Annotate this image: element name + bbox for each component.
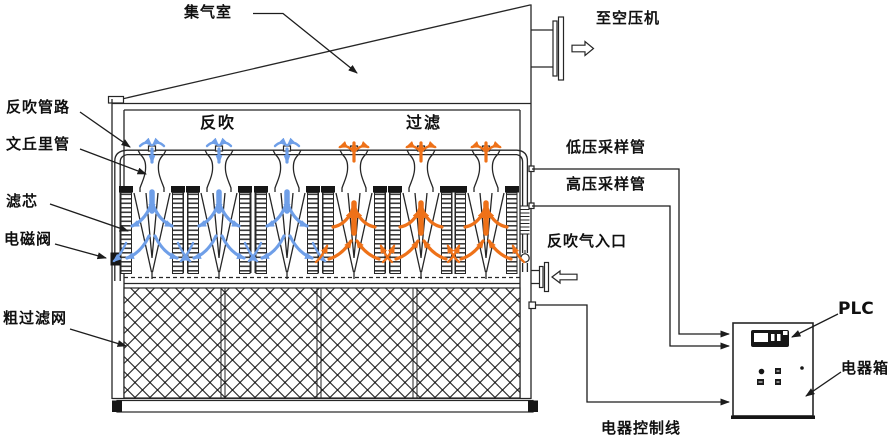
inlet-flow-arrow-icon: [551, 269, 578, 285]
label-filter-element: 滤芯: [6, 192, 39, 210]
label-high-pressure-sampling-tube: 高压采样管: [566, 175, 647, 193]
collection-chamber: [121, 4, 532, 103]
label-solenoid-valve: 电磁阀: [4, 230, 53, 248]
label-to-air-compressor: 至空压机: [596, 9, 661, 27]
label-filtration-zone: 过滤: [406, 113, 443, 132]
outlet-flange: [531, 16, 565, 81]
leader-venturi-tube: [79, 148, 147, 175]
leader-filter-element: [49, 203, 129, 232]
label-backflush-zone: 反吹: [200, 113, 237, 132]
electric-box: [731, 322, 815, 419]
cartridge-spacers: [183, 192, 456, 273]
leader-solenoid-valve: [54, 243, 107, 260]
label-plc: PLC: [838, 299, 874, 319]
outlet-flow-arrow-icon: [571, 40, 595, 57]
base-skid: [112, 399, 538, 413]
leader-coarse-filter-screen: [69, 328, 127, 347]
label-electric-control-line: 电器控制线: [601, 419, 682, 437]
plc-module: [751, 330, 789, 347]
backflush-pipe: [114, 149, 529, 281]
label-coarse-filter-screen: 粗过滤网: [3, 309, 68, 327]
label-venturi-tube: 文丘里管: [6, 135, 71, 153]
leader-electric-box: [805, 371, 842, 397]
high-pressure-sampling-line: [528, 202, 730, 350]
label-low-pressure-sampling-tube: 低压采样管: [566, 138, 647, 156]
label-backflush-pipeline: 反吹管路: [6, 98, 71, 116]
label-backflush-air-inlet: 反吹气入口: [547, 232, 628, 250]
coarse-filter-mesh: [123, 287, 521, 399]
inlet-flange: [531, 261, 550, 293]
label-gas-collection-chamber: 集气室: [184, 3, 233, 21]
indicator-lights: [757, 366, 804, 385]
leader-gas-collection-chamber: [253, 12, 358, 74]
flexible-hose: [520, 205, 530, 235]
low-pressure-sampling-line: [528, 165, 730, 338]
leader-backflush-pipeline: [79, 111, 131, 148]
leader-plc: [791, 313, 839, 338]
label-electric-box: 电器箱: [841, 359, 890, 377]
electric-control-line: [528, 301, 730, 406]
